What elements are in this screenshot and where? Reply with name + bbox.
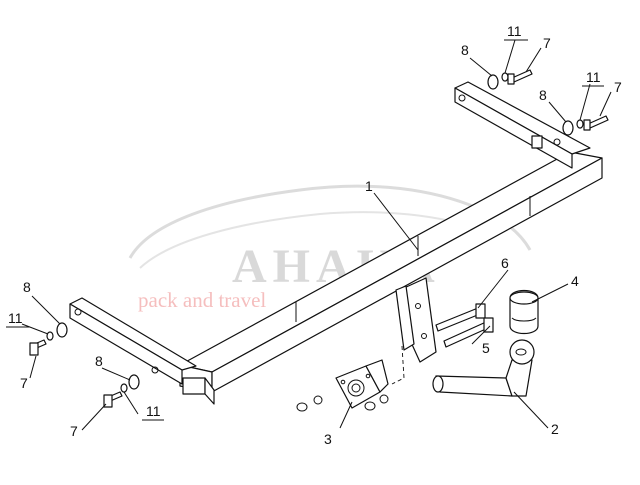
callout-7-left-upper: 7 [20, 375, 28, 391]
leader-lines [21, 39, 612, 431]
callout-6: 6 [501, 255, 509, 271]
electrical-socket-plate [296, 359, 389, 412]
fastener-set-left-lower [103, 374, 140, 408]
callout-7-right-lower: 7 [614, 79, 622, 95]
callout-8-left-lower: 8 [95, 353, 103, 369]
callout-8-left-upper: 8 [23, 279, 31, 295]
callout-7-left-lower: 7 [70, 423, 78, 439]
callout-4: 4 [571, 273, 579, 289]
fastener-set-right-upper [487, 69, 533, 90]
fastener-set-right-lower [562, 115, 609, 136]
mounting-bolts [435, 303, 494, 348]
callout-11-right-upper: 11 [507, 23, 522, 39]
tow-ball-mounting-plate [391, 277, 437, 385]
callout-8-right-upper: 8 [461, 42, 469, 58]
callout-11-right-lower: 11 [586, 69, 601, 85]
callout-3: 3 [324, 431, 332, 447]
callout-11-left-upper: 11 [8, 310, 23, 326]
callout-8-right-lower: 8 [539, 87, 547, 103]
crossbar-frame [69, 81, 603, 405]
callout-5: 5 [482, 340, 490, 356]
callout-11-left-lower: 11 [146, 403, 161, 419]
callout-labels: 1 2 3 4 5 6 7 7 7 7 8 8 8 8 11 11 11 11 [8, 23, 622, 447]
fastener-set-left-upper [29, 322, 68, 356]
tow-ball-cap [509, 289, 539, 335]
callout-2: 2 [551, 421, 559, 437]
watermark-tagline: pack and travel [138, 288, 266, 312]
callout-1: 1 [365, 178, 373, 194]
callout-underlines [6, 39, 604, 421]
tow-ball-neck [432, 339, 535, 397]
callout-7-right-upper: 7 [543, 35, 551, 51]
